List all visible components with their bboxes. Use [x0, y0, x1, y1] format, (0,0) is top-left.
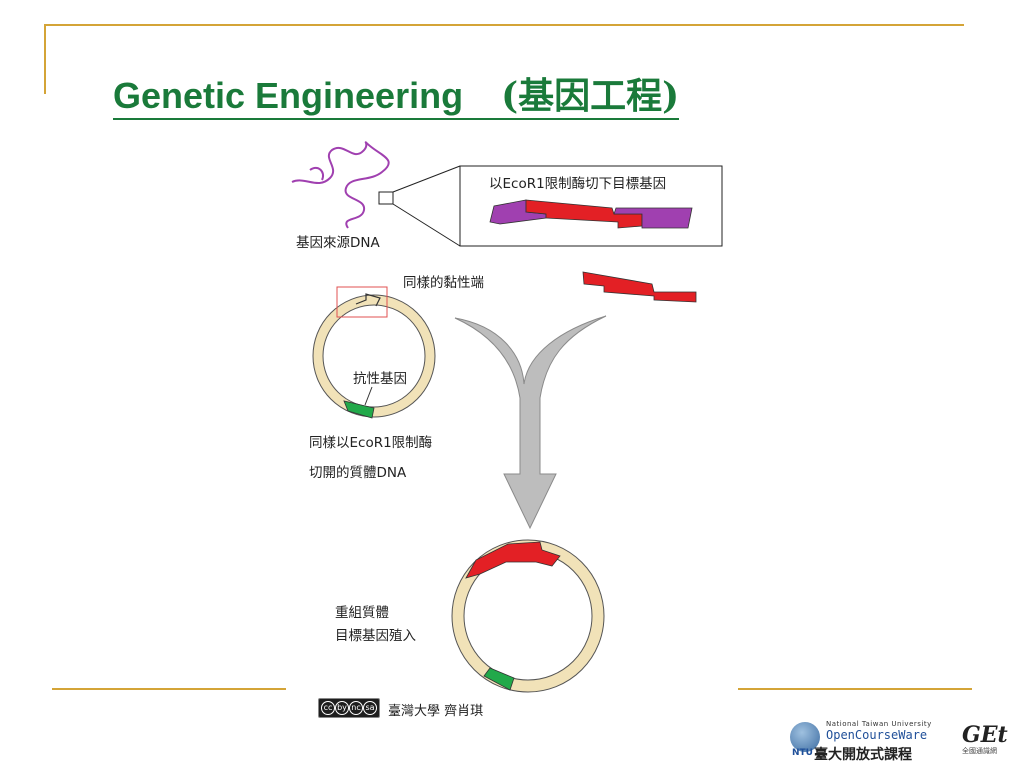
cc-license-badge: cc by nc sa: [318, 698, 380, 718]
label-plasmid-line1: 同樣以EcoR1限制酶: [309, 434, 432, 451]
label-sticky-end: 同樣的黏性端: [403, 274, 484, 291]
cut-target-gene: [582, 271, 697, 303]
plasmid-sticky-ends: [355, 293, 381, 307]
label-source-dna: 基因來源DNA: [296, 234, 380, 251]
get-logo-subtitle: 全國通識網: [962, 747, 997, 755]
cc-icon: cc: [321, 701, 335, 715]
sa-icon: sa: [363, 701, 377, 715]
label-recombinant-line2: 目標基因殖入: [335, 627, 416, 644]
ocw-university-name: National Taiwan University: [826, 720, 932, 728]
get-logo: GEt 全國通識網: [962, 722, 1012, 764]
globe-icon: [790, 722, 820, 752]
label-ecor1-cut: 以EcoR1限制酶切下目標基因: [489, 175, 666, 192]
get-logo-text: GEt: [962, 722, 1008, 748]
by-icon: by: [335, 701, 349, 715]
inset-dna-target-gene: [525, 199, 643, 229]
frame-left-line: [44, 24, 46, 94]
ntu-ocw-logo: NTU National Taiwan University OpenCours…: [790, 718, 960, 763]
title-english: Genetic Engineering: [113, 75, 464, 116]
inserted-target-gene: [465, 541, 561, 579]
zoom-source-box: [378, 191, 394, 205]
label-plasmid-line2: 切開的質體DNA: [309, 465, 407, 481]
recombinant-resistance-gene: [483, 667, 515, 691]
title-chinese: (基因工程): [501, 75, 680, 117]
label-recombinant-line1: 重組質體: [335, 605, 389, 621]
sticky-end-highlight: [336, 286, 388, 318]
label-resistance-gene: 抗性基因: [353, 370, 407, 387]
inset-dna-purple-right: [613, 207, 693, 229]
frame-bottom-line-right: [738, 688, 972, 690]
slide-title: Genetic Engineering (基因工程): [113, 74, 680, 120]
nc-icon: nc: [349, 701, 363, 715]
source-dna-strand: [291, 141, 390, 229]
frame-bottom-line-left: [52, 688, 286, 690]
ntu-abbr: NTU: [792, 748, 813, 758]
frame-top-line: [44, 24, 964, 26]
resistance-gene-segment: [343, 400, 375, 419]
author-credit: 臺灣大學 齊肖琪: [388, 704, 484, 719]
merge-arrow: [454, 315, 607, 530]
ocw-chinese-name: 臺大開放式課程: [814, 747, 912, 763]
plasmid-ring: [313, 295, 435, 417]
ocw-name: OpenCourseWare: [826, 728, 928, 742]
